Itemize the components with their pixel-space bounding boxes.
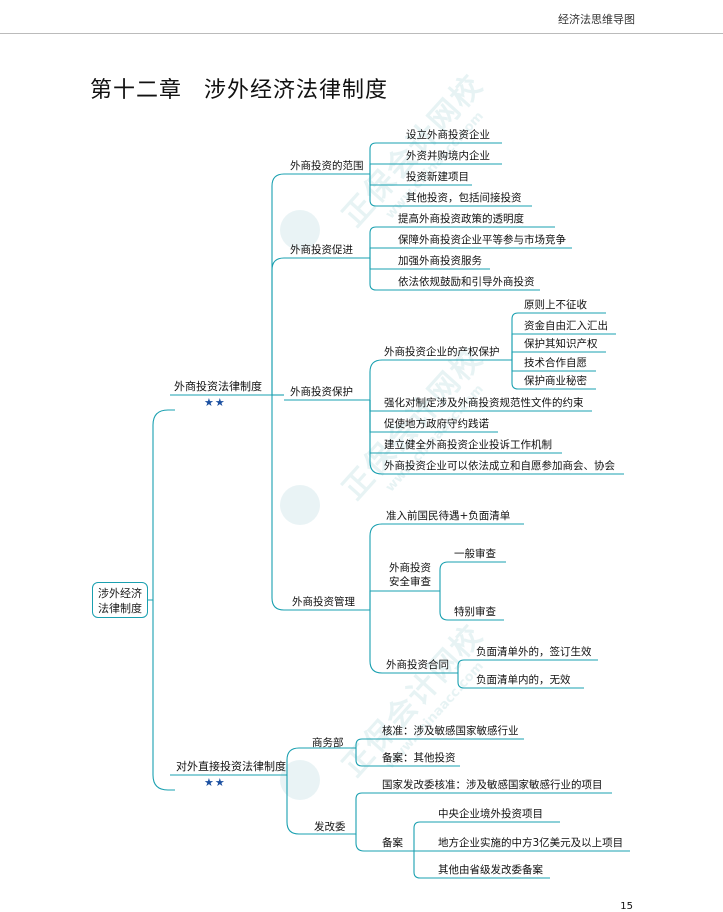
connector [369,174,532,207]
connector [286,775,352,835]
node-outbound: 对外直接投资法律制度 [176,760,286,773]
protection-item: 外商投资企业可以依法成立和自愿参加商会、协会 [384,460,615,472]
filing-item: 地方企业实施的中方3亿美元及以上项目 [438,837,624,849]
chapter-name: 涉外经济法律制度 [204,78,389,103]
node-contract: 外商投资合同 [386,659,449,671]
importance-stars: ★★ [204,776,226,789]
security-item: 一般审查 [454,548,496,560]
ip-item: 资金自由汇入汇出 [524,320,608,332]
connector [369,247,572,258]
connector [369,590,440,610]
promotion-item: 加强外商投资服务 [398,255,482,267]
ip-item: 保护其知识产权 [524,338,598,350]
protection-item: 强化对制定涉及外商投资规范性文件的约束 [384,397,584,409]
chapter-number: 第十二章 [90,78,183,103]
scope-item: 设立外商投资企业 [406,129,490,141]
node-ip-protection: 外商投资企业的产权保护 [384,346,500,358]
mofcom-item: 备案：其他投资 [382,752,456,764]
connector [369,258,540,291]
mofcom-item: 核准：涉及敏感国家敏感行业 [382,725,519,737]
page-number: 15 [620,901,633,912]
connector [457,673,584,689]
connector [366,226,555,259]
node-security-review: 外商投资 安全审查 [389,562,431,588]
connector [369,400,624,475]
filing-item: 其他由省级发改委备案 [438,864,543,876]
node-mofcom: 商务部 [312,737,344,749]
connector [366,523,524,611]
filing-item: 中央企业境外投资项目 [438,808,543,820]
connector [366,359,508,401]
contract-item: 负面清单外的，签订生效 [476,646,592,658]
connector [413,851,550,879]
node-management: 外商投资管理 [292,596,355,608]
scope-item: 外资并购境内企业 [406,150,490,162]
promotion-item: 保障外商投资企业平等参与市场竞争 [398,234,566,246]
root-node: 涉外经济 法律制度 [92,582,148,618]
protection-item: 建立健全外商投资企业投诉工作机制 [384,439,552,451]
promotion-item: 提高外商投资政策的透明度 [398,213,524,225]
connector [352,792,612,835]
header-divider [0,33,723,34]
ip-item: 技术合作自愿 [524,357,587,369]
scope-item: 投资新建项目 [406,171,469,183]
node-filing: 备案 [382,837,403,849]
connector [152,600,175,791]
connector [268,173,366,396]
connector [271,395,366,611]
connector [410,821,560,852]
protection-item: 促使地方政府守约践诺 [384,418,489,430]
running-header: 经济法思维导图 [558,13,635,26]
connector [369,610,458,674]
connector [439,561,506,591]
node-foreign-invest: 外商投资法律制度 [174,380,262,393]
connector [271,257,366,395]
connector [352,738,524,749]
connector [366,142,502,175]
node-ndrc: 发改委 [314,821,346,833]
connector [355,748,460,767]
security-item: 特别审查 [454,606,496,618]
connector [511,360,596,390]
root-label: 涉外经济 法律制度 [98,587,142,615]
entry-item: 准入前国民待遇+负面清单 [386,510,511,522]
node-promotion: 外商投资促进 [290,244,353,256]
watermark-logo [280,210,320,250]
connector [439,591,504,621]
connector [511,351,606,360]
ndrc-approval: 国家发改委核准：涉及敏感国家敏感行业的项目 [382,779,603,791]
watermark-logo [280,485,320,525]
connector [511,333,616,360]
connector [355,834,410,852]
ip-item: 保护商业秘密 [524,375,587,387]
chapter-title: 第十二章涉外经济法律制度 [90,72,388,104]
importance-stars: ★★ [204,396,226,409]
node-scope: 外商投资的范围 [290,160,364,172]
scope-item: 其他投资，包括间接投资 [406,192,522,204]
contract-item: 负面清单内的，无效 [476,674,571,686]
connector [369,163,502,174]
connector [508,312,606,361]
connector [148,409,175,601]
connector [457,659,598,673]
connector [283,747,352,776]
ip-item: 原则上不征收 [524,299,587,311]
promotion-item: 依法依规鼓励和引导外商投资 [398,276,535,288]
node-protection: 外商投资保护 [290,386,353,398]
